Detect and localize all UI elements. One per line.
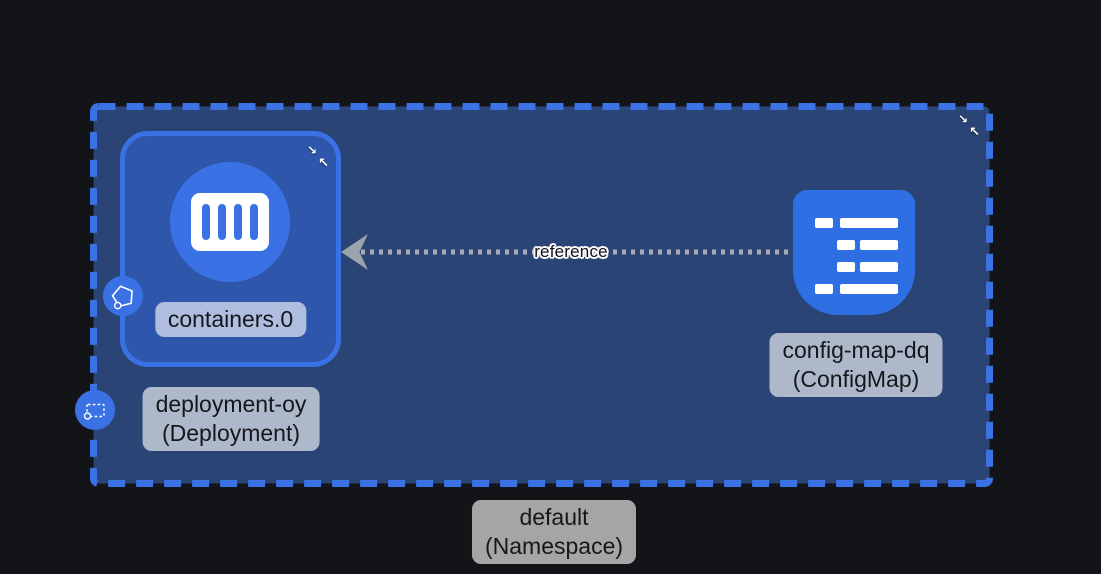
- deployment-node[interactable]: ↘ ↖ containers.0: [103, 131, 341, 367]
- container-icon-bar: [218, 204, 226, 240]
- container-circle: [170, 162, 290, 282]
- deployment-badge[interactable]: [75, 390, 115, 430]
- configmap-name: config-map-dq: [782, 337, 930, 363]
- namespace-name: default: [519, 504, 589, 530]
- deployment-dashed-rect-icon: [83, 403, 105, 420]
- collapse-nw-icon: ↖: [969, 125, 980, 140]
- configmap-kind: (ConfigMap): [792, 366, 920, 392]
- configmap-icon-line: [815, 284, 833, 294]
- configmap-node[interactable]: [793, 190, 915, 315]
- pod-pentagon-icon: [111, 285, 133, 310]
- edge-label: reference: [534, 242, 608, 261]
- namespace-group[interactable]: ↘ ↖ ↘ ↖ containers.0: [75, 103, 993, 487]
- configmap-icon-line: [860, 262, 898, 272]
- configmap-icon-line: [840, 284, 898, 294]
- namespace-collapse-button[interactable]: ↘ ↖: [958, 112, 980, 140]
- collapse-se-icon: ↘: [958, 112, 969, 126]
- deployment-label[interactable]: deployment-oy (Deployment): [142, 387, 320, 451]
- container-icon-bar: [250, 204, 258, 240]
- pod-badge[interactable]: [103, 276, 143, 316]
- deployment-kind: (Deployment): [161, 420, 301, 446]
- configmap-icon-line: [837, 262, 855, 272]
- collapse-se-icon: ↘: [307, 143, 318, 157]
- configmap-label[interactable]: config-map-dq (ConfigMap): [769, 333, 943, 397]
- configmap-icon-line: [837, 240, 855, 250]
- container-label[interactable]: containers.0: [154, 302, 307, 337]
- container-icon-bar: [202, 204, 210, 240]
- container-icon-bar: [234, 204, 242, 240]
- configmap-icon-line: [815, 218, 833, 228]
- collapse-nw-icon: ↖: [318, 156, 329, 171]
- namespace-kind: (Namespace): [484, 533, 624, 559]
- deployment-name: deployment-oy: [155, 391, 307, 417]
- configmap-icon-line: [860, 240, 898, 250]
- namespace-label[interactable]: default (Namespace): [471, 500, 637, 564]
- deployment-collapse-button[interactable]: ↘ ↖: [307, 143, 329, 171]
- container-icon: [191, 193, 269, 251]
- configmap-icon-line: [840, 218, 898, 228]
